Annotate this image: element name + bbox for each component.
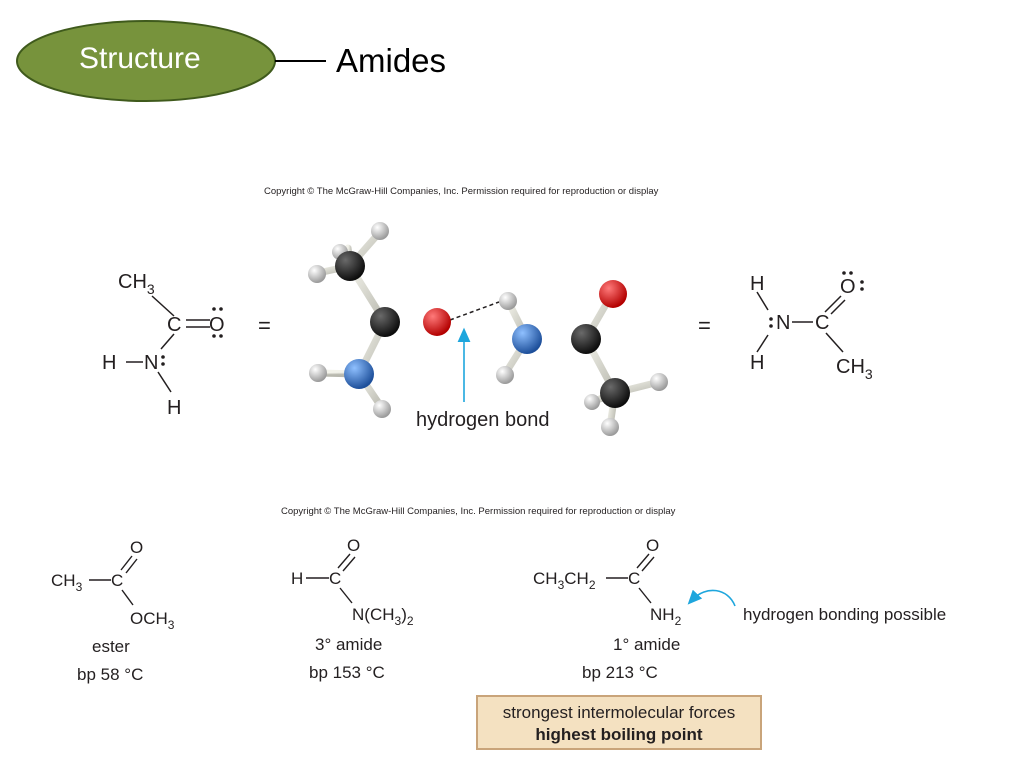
- ester-c-label: C: [111, 571, 123, 590]
- left-oxygen-label: O: [209, 314, 225, 336]
- bottom-copyright: Copyright © The McGraw-Hill Companies, I…: [281, 506, 676, 517]
- hydrogen-atom: [308, 265, 326, 283]
- ester-bp: bp 58 °C: [77, 665, 143, 684]
- oxygen-atom: [599, 280, 627, 308]
- hydrogen-atom: [373, 400, 391, 418]
- equals-sign-right: =: [698, 313, 711, 338]
- hydrogen-bond-label: hydrogen bond: [416, 409, 549, 431]
- hydrogen-atom: [584, 394, 600, 410]
- callout-box: strongest intermolecular forces highest …: [476, 695, 762, 750]
- ball-and-stick-model: [308, 222, 668, 436]
- carbon-atom: [600, 378, 630, 408]
- left-nitrogen-label: N: [144, 352, 158, 374]
- amide1-c-label: C: [628, 569, 640, 588]
- right-ch3-label: CH3: [836, 356, 873, 382]
- amide3-c-label: C: [329, 569, 341, 588]
- hydrogen-bonding-possible-label: hydrogen bonding possible: [743, 605, 946, 624]
- hydrogen-bond-line: [449, 301, 500, 321]
- left-ch3-label: CH3: [118, 271, 155, 297]
- amide3-o-label: O: [347, 536, 360, 555]
- nitrogen-atom: [344, 359, 374, 389]
- right-nitrogen-label: N: [776, 312, 790, 334]
- right-oxygen-label: O: [840, 276, 856, 298]
- right-h-top-label: H: [750, 273, 764, 295]
- amide1-bp: bp 213 °C: [582, 663, 658, 682]
- hydrogen-atom: [499, 292, 517, 310]
- ester-och3-label: OCH3: [130, 609, 175, 632]
- ester-name: ester: [92, 637, 130, 656]
- right-carbon-label: C: [815, 312, 829, 334]
- hydrogen-bonding-arrow: [687, 589, 736, 607]
- amide1-name: 1° amide: [613, 635, 680, 654]
- oxygen-atom: [423, 308, 451, 336]
- hydrogen-atom: [309, 364, 327, 382]
- amide1-o-label: O: [646, 536, 659, 555]
- amide3-name: 3° amide: [315, 635, 382, 654]
- ester-structure: [89, 555, 138, 606]
- primary-amide-structure: [606, 553, 655, 604]
- amide3-h-label: H: [291, 569, 303, 588]
- left-h-bottom-label: H: [167, 397, 181, 419]
- hydrogen-atom: [496, 366, 514, 384]
- left-carbon-label: C: [167, 314, 181, 336]
- ester-ch3-label: CH3: [51, 571, 83, 594]
- nitrogen-atom: [512, 324, 542, 354]
- amide3-bp: bp 153 °C: [309, 663, 385, 682]
- right-lewis-structure: [756, 271, 864, 353]
- top-copyright: Copyright © The McGraw-Hill Companies, I…: [264, 186, 659, 197]
- ester-o-label: O: [130, 538, 143, 557]
- carbon-atom: [335, 251, 365, 281]
- carbon-atom: [571, 324, 601, 354]
- amide1-nh2-label: NH2: [650, 605, 682, 628]
- right-h-bottom-label: H: [750, 352, 764, 374]
- left-h-label: H: [102, 352, 116, 374]
- hydrogen-atom: [371, 222, 389, 240]
- section-label: Structure: [79, 42, 201, 75]
- callout-line-1: strongest intermolecular forces: [502, 703, 736, 722]
- hydrogen-atom: [601, 418, 619, 436]
- left-lewis-structure: [126, 295, 223, 393]
- callout-line-2: highest boiling point: [535, 725, 703, 744]
- page-title: Amides: [336, 42, 447, 79]
- carbon-atom: [370, 307, 400, 337]
- amide3-n-label: N(CH3)2: [352, 605, 414, 628]
- equals-sign-left: =: [258, 313, 271, 338]
- tertiary-amide-structure: [306, 553, 356, 604]
- hydrogen-atom: [650, 373, 668, 391]
- amide1-chain-label: CH3CH2: [533, 569, 596, 592]
